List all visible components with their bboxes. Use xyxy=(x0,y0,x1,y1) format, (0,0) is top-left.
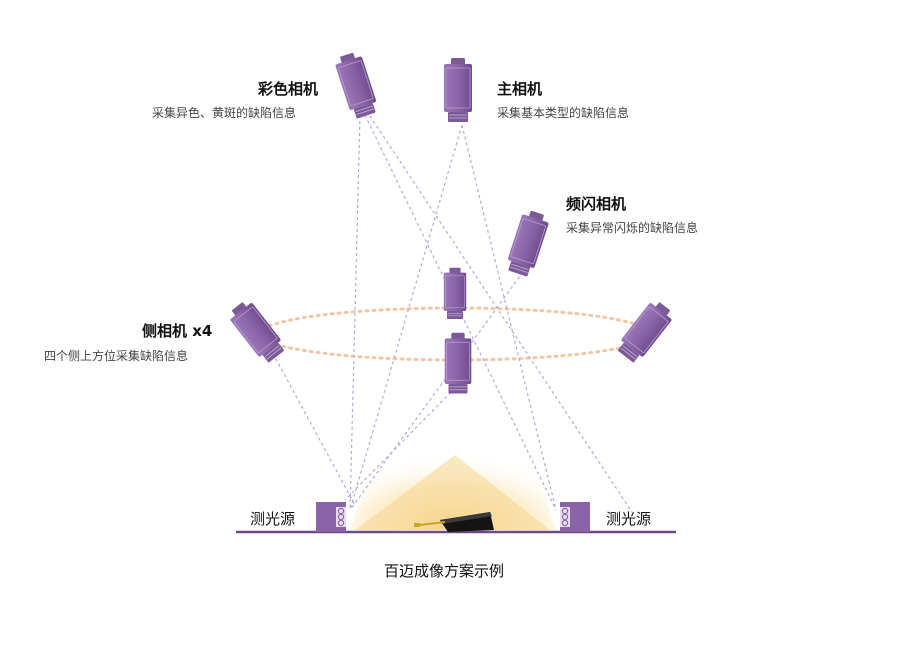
left-light-source-label: 测光源 xyxy=(250,510,296,528)
color-camera-icon xyxy=(332,49,381,121)
main-camera-title: 主相机 xyxy=(497,80,543,98)
strobe-camera-icon xyxy=(503,207,552,279)
strobe-camera-title: 频闪相机 xyxy=(566,195,627,213)
light-glow-inner xyxy=(355,455,550,530)
color-camera-title: 彩色相机 xyxy=(258,80,319,98)
side-camera-front-icon xyxy=(444,332,472,394)
main-camera-desc: 采集基本类型的缺陷信息 xyxy=(497,106,630,120)
main-camera-icon xyxy=(443,57,473,123)
side-camera-left-icon xyxy=(225,297,289,366)
side-camera-desc: 四个侧上方位采集缺陷信息 xyxy=(44,349,189,363)
strobe-camera-desc: 采集异常闪烁的缺陷信息 xyxy=(566,221,699,235)
display-panel-icon xyxy=(414,512,494,532)
right-light-source xyxy=(560,502,590,532)
left-light-source xyxy=(316,502,346,532)
color-camera-desc: 采集异色、黄斑的缺陷信息 xyxy=(152,106,297,120)
side-camera-title: 侧相机 x4 xyxy=(142,322,213,340)
right-light-source-label: 测光源 xyxy=(606,510,652,528)
camera-rays xyxy=(269,114,633,513)
side-camera-top-icon xyxy=(443,267,467,320)
diagram-caption: 百迈成像方案示例 xyxy=(384,562,505,580)
side-camera-right-icon xyxy=(613,297,677,366)
